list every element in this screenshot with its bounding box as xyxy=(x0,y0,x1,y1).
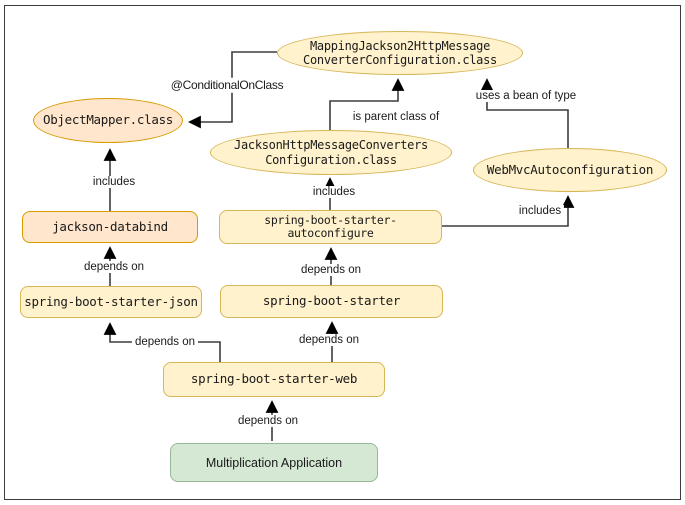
edge-label-includes: includes xyxy=(515,205,565,217)
node-label: jackson-databind xyxy=(52,218,168,234)
node-label: JacksonHttpMessageConverters xyxy=(234,138,428,152)
edge-label-is-parent-class-of: is parent class of xyxy=(349,111,443,123)
edge-label-includes: includes xyxy=(89,176,139,188)
node-label: spring-boot-starter-web xyxy=(190,371,358,387)
edge-label-depends-on: depends on xyxy=(295,334,363,346)
node-label: Multiplication Application xyxy=(205,455,343,470)
edge-label-depends-on: depends on xyxy=(80,261,148,273)
diagram-frame xyxy=(4,5,681,500)
node-label: spring-boot-starter-json xyxy=(24,293,198,309)
edge-label-includes: includes xyxy=(309,186,359,198)
node-label: MappingJackson2HttpMessage xyxy=(309,38,491,53)
node-mapping-jackson2-converter-configuration: MappingJackson2HttpMessage ConverterConf… xyxy=(277,31,523,75)
edge-label-depends-on: depends on xyxy=(234,415,302,427)
node-label: WebMvcAutoconfiguration xyxy=(486,161,654,177)
edge-label-conditional-on-class: @ConditionalOnClass xyxy=(167,77,287,93)
node-jackson-databind: jackson-databind xyxy=(22,211,198,243)
node-label: spring-boot-starter- xyxy=(264,212,397,227)
node-webmvc-autoconfiguration: WebMvcAutoconfiguration xyxy=(473,148,667,192)
edge-label-depends-on: depends on xyxy=(297,264,365,276)
node-spring-boot-starter-json: spring-boot-starter-json xyxy=(20,286,202,318)
node-label: spring-boot-starter xyxy=(262,293,401,309)
node-label: ObjectMapper.class xyxy=(42,112,174,128)
node-jackson-http-message-converters-configuration: JacksonHttpMessageConverters Configurati… xyxy=(210,130,452,175)
node-label: autoconfigure xyxy=(287,226,374,240)
node-objectmapper-class: ObjectMapper.class xyxy=(33,98,183,143)
edge-includes-webmvc xyxy=(442,195,575,227)
node-spring-boot-starter: spring-boot-starter xyxy=(220,285,443,318)
edge-label-uses-a-bean-of-type: uses a bean of type xyxy=(472,90,580,102)
edge-label-depends-on: depends on xyxy=(131,336,199,348)
node-multiplication-application: Multiplication Application xyxy=(170,443,378,482)
node-spring-boot-starter-web: spring-boot-starter-web xyxy=(163,362,385,397)
edge-parent-class-of xyxy=(329,78,405,130)
node-spring-boot-starter-autoconfigure: spring-boot-starter- autoconfigure xyxy=(219,210,442,244)
node-label: ConverterConfiguration.class xyxy=(303,53,497,67)
node-label: Configuration.class xyxy=(265,152,397,167)
